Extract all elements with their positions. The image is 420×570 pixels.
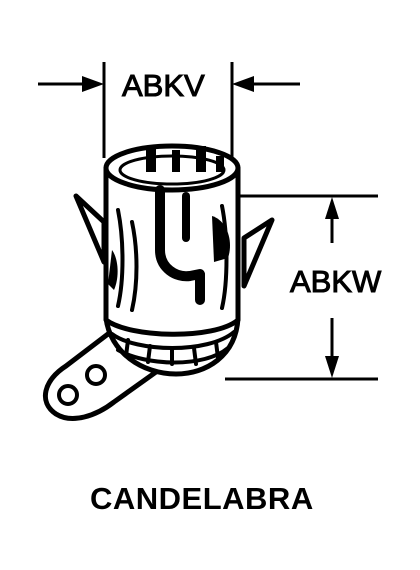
width-label: ABKV (122, 68, 205, 103)
height-arrowhead-bottom (325, 356, 339, 378)
mounting-hole-icon (57, 384, 79, 406)
height-label: ABKW (290, 264, 382, 299)
base-ribs (124, 338, 220, 366)
spring-clip-right (241, 217, 275, 289)
width-arrowhead-left (82, 76, 104, 92)
diagram-caption: CANDELABRA (90, 481, 314, 516)
shell-shading (116, 204, 229, 312)
spring-clip-left (73, 193, 107, 265)
socket-illustration (43, 143, 275, 421)
bayonet-slot (155, 185, 205, 305)
height-arrowhead-top (325, 197, 339, 219)
rim-slots (146, 146, 224, 172)
height-dimension: ABKW (222, 194, 383, 381)
width-arrowhead-right (232, 76, 254, 92)
mounting-hole-icon (85, 364, 107, 386)
width-dimension: ABKV (38, 62, 300, 158)
